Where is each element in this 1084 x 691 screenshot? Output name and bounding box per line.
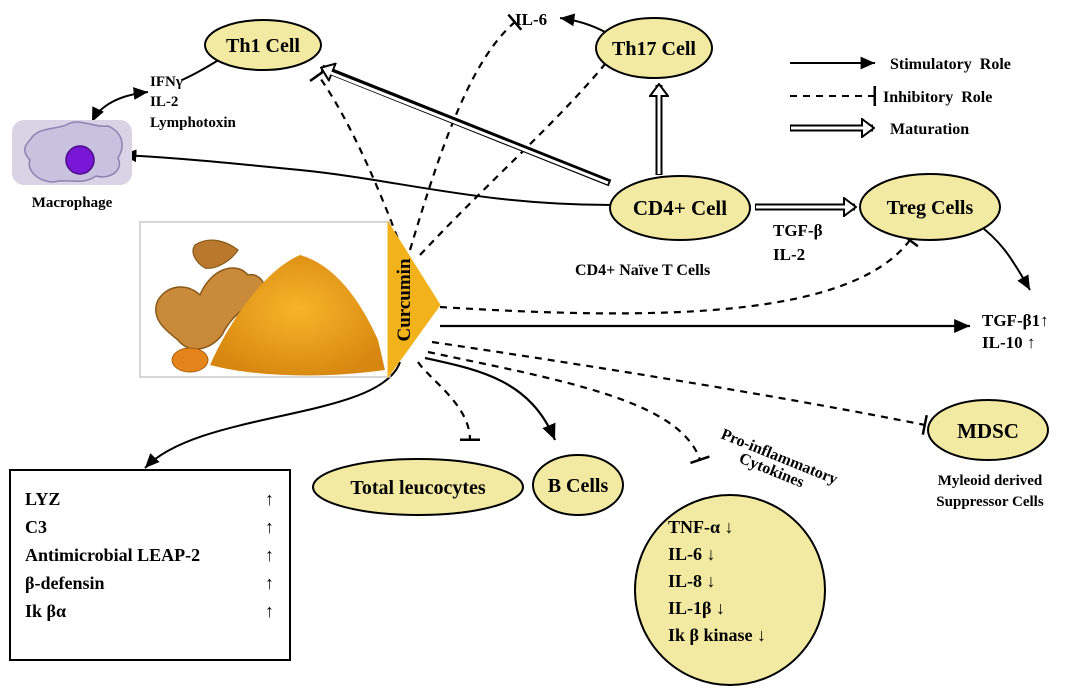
il6-top-label: IL-6 xyxy=(515,10,547,29)
inhibit-th17-line xyxy=(419,50,619,256)
curcumin-photo xyxy=(139,221,391,378)
tgf-beta-label: TGF-β xyxy=(773,221,823,240)
legend: Stimulatory Role Inhibitory Role Maturat… xyxy=(790,56,1011,138)
inhibit-il6-line xyxy=(408,13,523,251)
treg-node: Treg Cells xyxy=(859,173,1001,241)
th17-to-il6-arrow xyxy=(559,13,606,33)
mdsc-node: MDSC xyxy=(927,399,1049,461)
curcumin-node: Curcumin xyxy=(387,220,441,379)
curcumin-label: Curcumin xyxy=(394,258,415,341)
turmeric-powder-icon xyxy=(210,255,385,376)
up-arrow-icon: ↑ xyxy=(265,573,274,593)
bcells-node: B Cells xyxy=(532,454,624,516)
total-leucocytes-label: Total leucocytes xyxy=(350,477,486,499)
nucleus-icon xyxy=(65,145,95,175)
total-leucocytes-node: Total leucocytes xyxy=(312,458,524,516)
mdsc-full-line1: Myleoid derived xyxy=(938,473,1043,489)
upregulated-box: LYZ ↑ C3 ↑ Antimicrobial LEAP-2 ↑ β-defensin ↑ I… xyxy=(9,469,291,661)
cd4-naive-label: CD4+ Naïve T Cells xyxy=(575,262,710,279)
cd4-label: CD4+ Cell xyxy=(633,196,727,220)
macrophage-cell: Macrophage xyxy=(12,120,132,211)
mdsc-full-line2: Suppressor Cells xyxy=(936,494,1044,510)
il10-label: IL-10 ↑ xyxy=(982,333,1035,352)
th17-label: Th17 Cell xyxy=(612,38,696,60)
up-arrow-icon: ↑ xyxy=(265,489,274,509)
cytokine-item: TNF-α ↓ xyxy=(668,517,734,537)
legend-stimulatory-label: Stimulatory Role xyxy=(890,56,1011,73)
treg-to-tgf-arrow xyxy=(974,221,1031,291)
curcumin-to-bcells-arrow xyxy=(424,356,557,441)
up-arrow-icon: ↑ xyxy=(265,601,274,621)
treg-label: Treg Cells xyxy=(887,197,974,219)
th17-node: Th17 Cell xyxy=(595,17,713,79)
th1-product-lymphotoxin: Lymphotoxin xyxy=(150,115,237,131)
th1-product-ifng: IFNγ xyxy=(150,74,183,90)
curcumin-to-box-arrow xyxy=(144,361,401,469)
inhibit-th1-line xyxy=(309,68,404,251)
tgf-beta1-label: TGF-β1↑ xyxy=(982,311,1049,330)
cd4-to-macrophage-arrow xyxy=(121,149,613,206)
legend-inhibitory-label: Inhibitory Role xyxy=(883,89,992,106)
upregulated-item-label: C3 xyxy=(25,517,47,537)
mdsc-label: MDSC xyxy=(957,419,1019,443)
maturation-arrows xyxy=(322,68,855,207)
il2-label: IL-2 xyxy=(773,245,805,264)
cd4-node: CD4+ Cell xyxy=(609,175,751,241)
bcells-label: B Cells xyxy=(548,475,609,497)
cytokine-item: IL-8 ↓ xyxy=(668,571,716,591)
upregulated-item-label: Antimicrobial LEAP-2 xyxy=(25,545,200,565)
th1-product-il2: IL-2 xyxy=(150,94,178,110)
products-to-macrophage-arrow xyxy=(91,87,149,123)
legend-maturation-label: Maturation xyxy=(890,121,969,138)
cytokine-list: TNF-α ↓ IL-6 ↓ IL-8 ↓ IL-1β ↓ Ik β kinase ↓ xyxy=(668,517,766,645)
up-arrow-icon: ↑ xyxy=(265,517,274,537)
macrophage-label: Macrophage xyxy=(32,195,113,211)
inhibit-mdsc-line xyxy=(431,340,928,436)
upregulated-item-label: LYZ xyxy=(25,489,60,509)
inhibit-proinflammatory-line xyxy=(427,350,710,465)
th1-label: Th1 Cell xyxy=(226,35,300,57)
th1-node: Th1 Cell xyxy=(204,19,322,71)
cytokine-item: IL-6 ↓ xyxy=(668,544,716,564)
cytokine-item: IL-1β ↓ xyxy=(668,598,725,618)
up-arrow-icon: ↑ xyxy=(265,545,274,565)
inhibit-leucocytes-line xyxy=(417,361,481,442)
th1-products: IFNγ IL-2 Lymphotoxin xyxy=(150,74,237,131)
inhibit-treg-line xyxy=(439,233,919,315)
cytokine-item: Ik β kinase ↓ xyxy=(668,625,766,645)
upregulated-item-label: Ik βα xyxy=(25,601,66,621)
upregulated-rows: LYZ ↑ C3 ↑ Antimicrobial LEAP-2 ↑ β-defensin ↑ I… xyxy=(25,489,274,621)
upregulated-item-label: β-defensin xyxy=(25,573,105,593)
cytokines-node: TNF-α ↓ IL-6 ↓ IL-8 ↓ IL-1β ↓ Ik β kinase ↓ xyxy=(634,494,826,686)
